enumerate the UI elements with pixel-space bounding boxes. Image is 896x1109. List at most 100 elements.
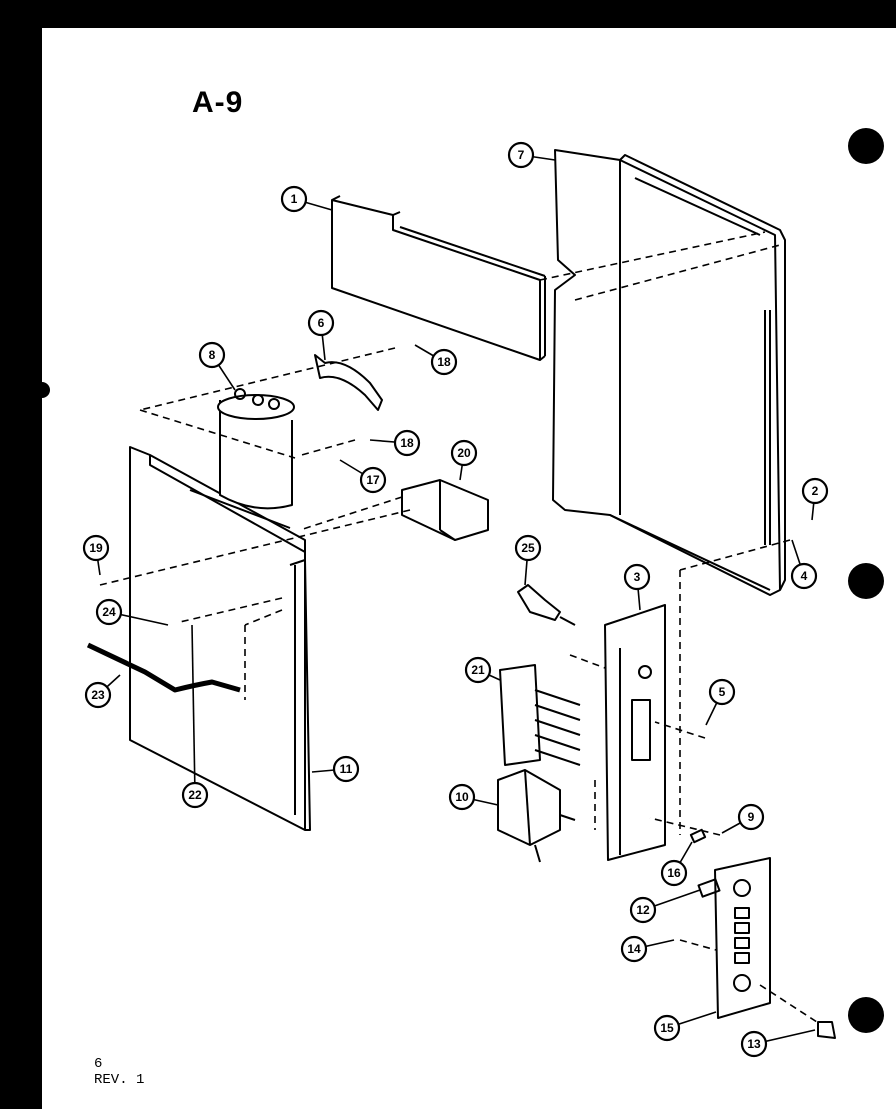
callout-5: 5 bbox=[705, 678, 736, 726]
part-25-rotary-switch bbox=[517, 584, 576, 626]
binder-hole-top bbox=[848, 128, 884, 164]
callout-24: 24 bbox=[95, 598, 169, 626]
callout-balloon bbox=[332, 755, 360, 783]
callout-balloon bbox=[280, 185, 308, 213]
callout-number: 15 bbox=[660, 1021, 674, 1035]
callout-number: 1 bbox=[291, 192, 298, 206]
page-title: A-9 bbox=[192, 86, 244, 119]
callout-10: 10 bbox=[448, 783, 499, 811]
callout-number: 9 bbox=[748, 810, 755, 824]
part-13-knob bbox=[817, 1021, 836, 1039]
callout-number: 13 bbox=[747, 1037, 761, 1051]
part-20-terminal-block bbox=[401, 479, 489, 541]
callout-number: 8 bbox=[209, 348, 216, 362]
callout-25: 25 bbox=[514, 534, 542, 586]
callout-balloon bbox=[464, 656, 492, 684]
callout-balloon bbox=[507, 141, 535, 169]
callout-number: 21 bbox=[471, 663, 485, 677]
callout-number: 18 bbox=[400, 436, 414, 450]
callout-number: 16 bbox=[667, 866, 681, 880]
callout-balloon bbox=[737, 803, 765, 831]
callout-number: 18 bbox=[437, 355, 451, 369]
callout-balloon bbox=[450, 439, 478, 467]
callout-1: 1 bbox=[280, 185, 333, 213]
callout-number: 17 bbox=[366, 473, 380, 487]
callout-balloon bbox=[198, 341, 226, 369]
callout-balloon bbox=[708, 678, 736, 706]
callout-18: 18 bbox=[414, 344, 458, 376]
part-11-chassis-panel bbox=[129, 446, 311, 831]
callout-11: 11 bbox=[311, 755, 360, 783]
callout-3: 3 bbox=[623, 563, 651, 611]
binder-hole-middle bbox=[848, 563, 884, 599]
callout-number: 14 bbox=[627, 942, 641, 956]
callout-4: 4 bbox=[790, 539, 818, 590]
callout-balloon bbox=[514, 534, 542, 562]
callout-number: 12 bbox=[636, 903, 650, 917]
callout-6: 6 bbox=[307, 309, 335, 361]
callout-9: 9 bbox=[721, 803, 765, 834]
callout-number: 2 bbox=[812, 484, 819, 498]
callout-21: 21 bbox=[464, 656, 501, 684]
callout-18: 18 bbox=[369, 429, 421, 457]
callout-balloon bbox=[393, 429, 421, 457]
callout-leader-line bbox=[191, 624, 196, 796]
callout-number: 20 bbox=[457, 446, 471, 460]
callout-12: 12 bbox=[629, 889, 701, 924]
part-16-spacer bbox=[689, 828, 707, 844]
callout-15: 15 bbox=[653, 1011, 717, 1042]
part-7-side-panel bbox=[552, 149, 786, 596]
page-footer: 6 REV. 1 bbox=[94, 1056, 144, 1088]
callout-number: 25 bbox=[521, 541, 535, 555]
callout-balloon bbox=[740, 1030, 768, 1058]
callout-balloon bbox=[653, 1014, 681, 1042]
callout-balloon bbox=[448, 783, 476, 811]
callout-number: 10 bbox=[455, 790, 469, 804]
callout-balloon bbox=[629, 896, 657, 924]
callout-number: 11 bbox=[340, 762, 353, 776]
callout-balloon bbox=[801, 477, 829, 505]
edge-notch bbox=[34, 382, 50, 398]
part-23-tube bbox=[86, 642, 241, 693]
callout-number: 7 bbox=[518, 148, 525, 162]
callout-number: 3 bbox=[634, 570, 641, 584]
callout-7: 7 bbox=[507, 141, 556, 169]
callout-balloon bbox=[359, 466, 387, 494]
callout-balloon bbox=[84, 681, 112, 709]
callout-balloon bbox=[790, 562, 818, 590]
callout-balloon bbox=[95, 598, 123, 626]
page-number: 6 bbox=[94, 1056, 103, 1072]
callout-16: 16 bbox=[660, 841, 693, 887]
revision-label: REV. 1 bbox=[94, 1072, 145, 1088]
callout-balloon bbox=[660, 859, 688, 887]
callout-17: 17 bbox=[339, 459, 387, 494]
part-6-bracket bbox=[314, 354, 383, 411]
part-21-switch-bank bbox=[499, 664, 581, 766]
callout-number: 22 bbox=[188, 788, 202, 802]
callout-number: 24 bbox=[102, 605, 116, 619]
part-15-front-plate bbox=[714, 857, 771, 1019]
callout-balloon bbox=[623, 563, 651, 591]
part-10-timer bbox=[497, 769, 576, 863]
callout-number: 19 bbox=[89, 541, 103, 555]
callout-14: 14 bbox=[620, 935, 675, 963]
callout-number: 4 bbox=[801, 569, 808, 583]
callout-13: 13 bbox=[740, 1029, 816, 1058]
part-1-top-panel bbox=[331, 195, 546, 361]
callout-number: 6 bbox=[318, 316, 325, 330]
callout-2: 2 bbox=[801, 477, 829, 521]
callout-19: 19 bbox=[82, 534, 110, 576]
part-3-control-bracket bbox=[604, 604, 666, 861]
callout-20: 20 bbox=[450, 439, 478, 481]
callout-22: 22 bbox=[181, 624, 209, 809]
part-12-lamp bbox=[697, 878, 721, 898]
callout-balloon bbox=[307, 309, 335, 337]
callout-23: 23 bbox=[84, 674, 121, 709]
callout-balloon bbox=[82, 534, 110, 562]
callout-8: 8 bbox=[198, 341, 236, 391]
callout-number: 23 bbox=[91, 688, 105, 702]
callout-number: 5 bbox=[719, 685, 726, 699]
binder-hole-bottom bbox=[848, 997, 884, 1033]
